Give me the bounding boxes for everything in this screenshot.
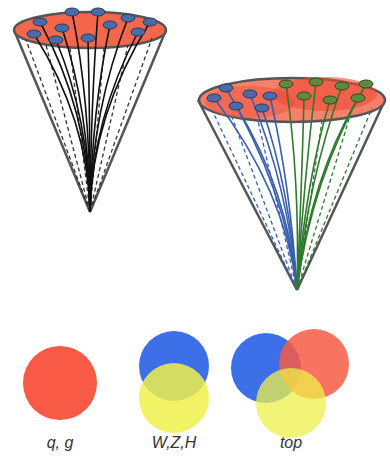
particle-hits <box>27 8 157 44</box>
prong-circle <box>256 368 326 438</box>
particle-hits <box>207 84 277 112</box>
multi-prong-jet <box>198 77 385 290</box>
cone-side <box>90 30 166 212</box>
prong-circle <box>139 363 209 433</box>
charged-tracks <box>34 12 150 212</box>
category-label: q, g <box>10 434 110 452</box>
prong-circle <box>23 346 97 420</box>
charged-tracks <box>214 88 297 290</box>
single-prong-jet <box>14 8 166 212</box>
particle-hits <box>279 78 373 104</box>
prong-circles <box>23 329 349 438</box>
charged-tracks <box>286 82 366 290</box>
category-label: W,Z,H <box>124 434 224 452</box>
jet-area <box>14 12 166 48</box>
category-label: top <box>241 434 341 452</box>
